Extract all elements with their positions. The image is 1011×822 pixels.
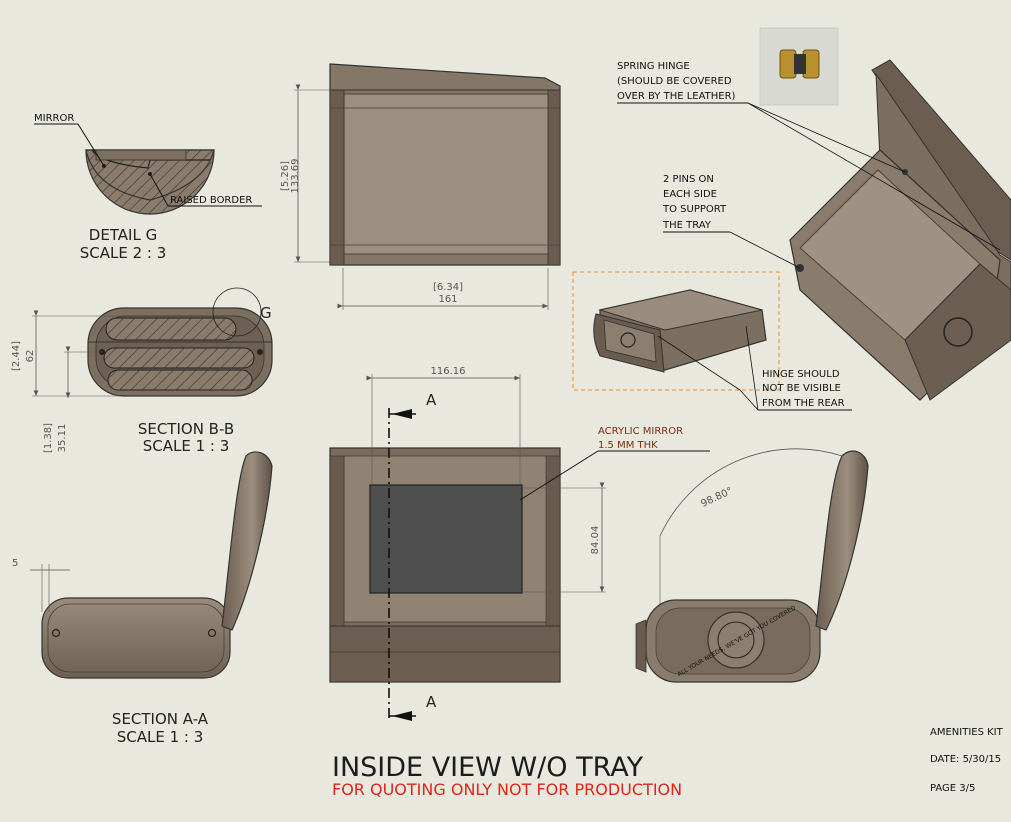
page-number: PAGE 3/5: [930, 783, 975, 794]
pins-label-1: 2 PINS ON: [663, 174, 714, 185]
front-view: A A 116.16 84.04 ACRYLIC MIRROR 1.5 MM T…: [329, 366, 710, 722]
top-height-in: [5.26]: [280, 161, 291, 191]
spring-hinge-label-1: SPRING HINGE: [617, 61, 690, 72]
isometric-open-view: SPRING HINGE (SHOULD BE COVERED OVER BY …: [617, 27, 1011, 401]
pins-label-3: TO SUPPORT: [662, 204, 727, 215]
section-marker-top: A: [426, 391, 437, 409]
mirror-label: MIRROR: [34, 113, 74, 124]
detail-g-title: DETAIL G: [89, 226, 157, 244]
section-bb-scale: SCALE 1 : 3: [143, 437, 230, 455]
closed-box-view: HINGE SHOULD NOT BE VISIBLE FROM THE REA…: [572, 271, 852, 411]
raised-border-label: RAISED BORDER: [170, 195, 252, 206]
bb-inner-mm: 35.11: [57, 424, 68, 453]
drawing-date: DATE: 5/30/15: [930, 754, 1001, 765]
quote-warning: FOR QUOTING ONLY NOT FOR PRODUCTION: [332, 780, 682, 799]
mirror-height-dim: 84.04: [590, 526, 601, 555]
pins-label-4: THE TRAY: [662, 220, 712, 231]
project-name: AMENITIES KIT: [930, 727, 1004, 738]
section-aa-scale: SCALE 1 : 3: [117, 728, 204, 746]
mirror-panel: [369, 484, 523, 594]
top-view: [5.26] 133.69 [6.34] 161: [280, 63, 561, 310]
bb-height-in: [2.44]: [11, 341, 22, 371]
side-open-view: 98.80° ALL YOUR NEEDS, WE'VE GOT YOU COV…: [635, 448, 869, 683]
drawing-title: INSIDE VIEW W/O TRAY: [332, 752, 644, 783]
open-angle-dim: 98.80°: [699, 486, 734, 510]
hinge-visible-label-1: HINGE SHOULD: [762, 369, 840, 380]
acrylic-label-1: ACRYLIC MIRROR: [598, 426, 683, 437]
top-width-in: [6.34]: [433, 282, 463, 293]
section-bb-view: G [2.44] 62 [1.38] 35.11 SECTION B-B SCA…: [11, 287, 273, 455]
top-height-mm: 133.69: [290, 159, 301, 194]
detail-g-view: MIRROR RAISED BORDER DETAIL G SCALE 2 : …: [34, 113, 262, 262]
section-aa-view: 5 SECTION A-A SCALE 1 : 3: [12, 451, 273, 746]
spring-hinge-label-2: (SHOULD BE COVERED: [617, 76, 732, 87]
section-bb-title: SECTION B-B: [138, 420, 234, 438]
aa-offset-dim: 5: [12, 558, 18, 569]
detail-g-scale: SCALE 2 : 3: [80, 244, 167, 262]
g-marker: G: [260, 304, 272, 322]
mirror-width-dim: 116.16: [431, 366, 466, 377]
hinge-visible-label-2: NOT BE VISIBLE: [762, 383, 841, 394]
pins-label-2: EACH SIDE: [663, 189, 717, 200]
bb-inner-in: [1.38]: [43, 423, 54, 453]
bb-height-mm: 62: [25, 350, 36, 363]
acrylic-label-2: 1.5 MM THK: [598, 440, 658, 451]
section-aa-title: SECTION A-A: [112, 710, 209, 728]
section-marker-bottom: A: [426, 693, 437, 711]
spring-hinge-label-3: OVER BY THE LEATHER): [617, 91, 736, 102]
top-width-mm: 161: [438, 294, 457, 305]
hinge-visible-label-3: FROM THE REAR: [762, 398, 845, 409]
title-block: INSIDE VIEW W/O TRAY FOR QUOTING ONLY NO…: [332, 727, 1004, 799]
callout-box: [572, 271, 780, 391]
